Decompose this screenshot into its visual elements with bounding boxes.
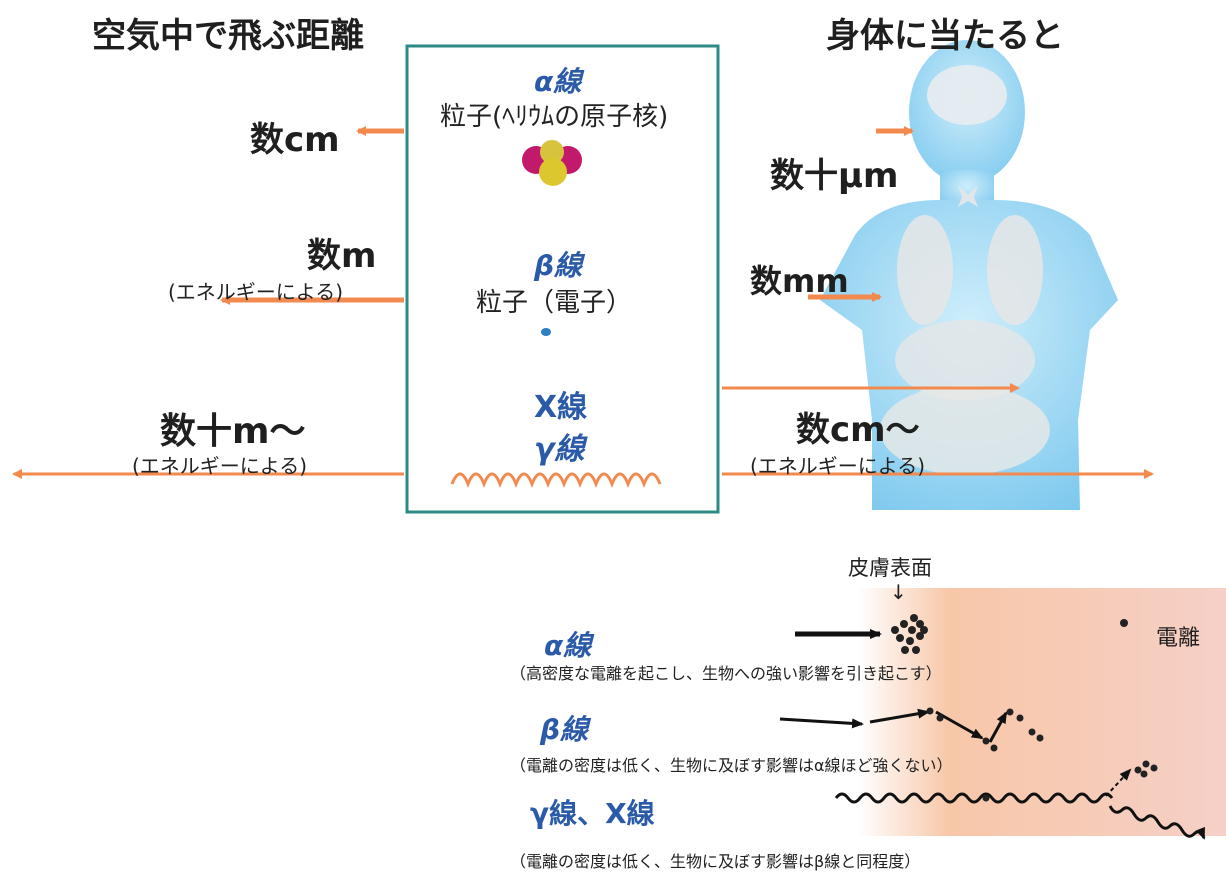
beta-path-arrows bbox=[779, 708, 1008, 743]
alpha-ionization-label: α線 bbox=[544, 629, 592, 662]
gamma-air-note: (エネルギーによる) bbox=[132, 454, 308, 478]
ionization-legend-dot bbox=[1120, 619, 1128, 627]
skin-surface-arrow: ↓ bbox=[890, 580, 907, 604]
skin-surface-label: 皮膚表面 bbox=[848, 556, 932, 580]
alpha-ray-label: α線 bbox=[534, 65, 582, 98]
alpha-particle-desc: 粒子(ﾍﾘｳﾑの原子核) bbox=[440, 102, 669, 132]
xray-label: X線 bbox=[534, 390, 588, 425]
radiation-types-box bbox=[405, 44, 720, 514]
alpha-ionization-desc: （高密度な電離を起こし、生物への強い影響を引き起こす） bbox=[510, 664, 942, 683]
beta-ionization-label: β線 bbox=[540, 713, 589, 746]
alpha-body-range: 数十μm bbox=[770, 156, 899, 196]
gamma-ionization-desc: （電離の密度は低く、生物に及ぼす影響はβ線と同程度） bbox=[510, 852, 921, 871]
gamma-ray-label: γ線 bbox=[534, 432, 585, 467]
beta-body-range: 数mm bbox=[750, 262, 849, 300]
alpha-air-range: 数cm bbox=[250, 120, 340, 160]
gamma-path-wave bbox=[834, 792, 1114, 804]
gamma-scatter-wave bbox=[1108, 805, 1206, 840]
gamma-ionization-label: γ線、X線 bbox=[530, 797, 655, 830]
gamma-body-range: 数cm～ bbox=[796, 410, 920, 450]
ionization-legend-label: 電離 bbox=[1156, 626, 1201, 651]
beta-air-note: (エネルギーによる) bbox=[168, 280, 344, 304]
beta-ray-label: β線 bbox=[534, 249, 583, 282]
human-body-silhouette bbox=[820, 40, 1118, 510]
gamma-air-range: 数十m～ bbox=[160, 411, 306, 452]
air-distance-heading: 空気中で飛ぶ距離 bbox=[92, 16, 364, 56]
gamma-body-note: (エネルギーによる) bbox=[750, 454, 926, 478]
helium-nucleus-icon bbox=[522, 140, 582, 186]
beta-ionization-desc: （電離の密度は低く、生物に及ぼす影響はα線ほど強くない） bbox=[510, 756, 953, 775]
gamma-ionization-dots bbox=[982, 760, 1158, 802]
wave-icon bbox=[450, 472, 662, 489]
alpha-ionization-cluster bbox=[891, 614, 928, 654]
beta-air-range: 数m bbox=[307, 236, 377, 276]
body-effect-heading: 身体に当たると bbox=[826, 16, 1064, 56]
electron-icon bbox=[541, 328, 551, 336]
beta-particle-desc: 粒子（電子） bbox=[476, 288, 633, 318]
gamma-scatter-arrow bbox=[1105, 768, 1132, 797]
beta-ionization-dots bbox=[926, 707, 1044, 752]
